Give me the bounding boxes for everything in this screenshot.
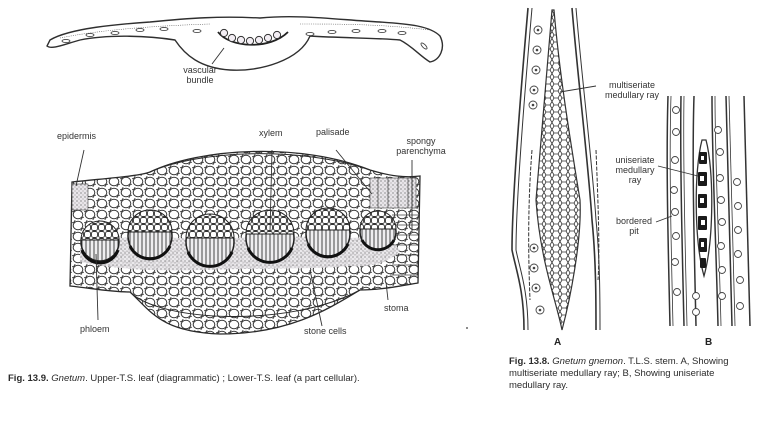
label-vascular-bundle: vascular bundle bbox=[168, 65, 232, 85]
caption-13-8-line3: medullary ray. bbox=[509, 380, 568, 391]
label-vascular-line1: vascular bbox=[183, 65, 217, 75]
label-phloem: phloem bbox=[80, 324, 110, 334]
caption-13-9-text: . Upper-T.S. leaf (diagrammatic) ; Lower… bbox=[85, 373, 360, 384]
label-stoma: stoma bbox=[384, 303, 409, 313]
stray-dot bbox=[466, 327, 468, 329]
tls-panel-a bbox=[511, 7, 601, 331]
panel-letter-a: A bbox=[554, 337, 562, 348]
label-epidermis: epidermis bbox=[57, 131, 97, 141]
caption-13-8-text1: . T.L.S. stem. A, Showing bbox=[623, 356, 729, 367]
label-multiseriate-line1: multiseriate bbox=[608, 80, 655, 90]
caption-13-8-species: Gnetum gnemon bbox=[552, 356, 624, 367]
label-palisade: palisade bbox=[316, 127, 350, 137]
label-multiseriate-medullary-ray: multiseriate medullary ray bbox=[596, 80, 668, 100]
upper-leaf-diagram bbox=[46, 15, 444, 71]
caption-fig-13-8: Fig. 13.8. Gnetum gnemon. T.L.S. stem. A… bbox=[509, 356, 765, 392]
label-pit-line2: pit bbox=[629, 226, 639, 236]
vascular-bundles bbox=[80, 207, 397, 268]
label-spongy-parenchyma: spongy parenchyma bbox=[392, 136, 450, 156]
label-medullary-line2: medullary bbox=[615, 165, 655, 175]
label-medullary-ray-line2: medullary ray bbox=[604, 90, 660, 100]
caption-13-8-line1: Fig. 13.8. Gnetum gnemon. T.L.S. stem. A… bbox=[509, 356, 765, 368]
caption-13-9-number: Fig. 13.9. bbox=[8, 373, 49, 384]
label-spongy-line1: spongy bbox=[406, 136, 436, 146]
lower-leaf-cellular bbox=[69, 149, 421, 335]
label-bordered-line1: bordered bbox=[615, 216, 653, 226]
label-uniseriate-line1: uniseriate bbox=[615, 155, 655, 165]
caption-fig-13-9: Fig. 13.9. Gnetum. Upper-T.S. leaf (diag… bbox=[8, 373, 488, 385]
caption-13-8-number: Fig. 13.8. bbox=[509, 356, 550, 367]
label-bundle-line2: bundle bbox=[186, 75, 214, 85]
caption-13-9-genus: Gnetum bbox=[51, 373, 86, 384]
label-uniseriate-medullary-ray: uniseriate medullary ray bbox=[612, 155, 658, 185]
tls-panel-b bbox=[655, 95, 751, 327]
label-parenchyma-line2: parenchyma bbox=[396, 146, 446, 156]
label-bordered-pit: bordered pit bbox=[612, 216, 656, 236]
panel-letter-b: B bbox=[705, 337, 713, 348]
label-stone-cells: stone cells bbox=[304, 326, 347, 336]
label-ray-line3: ray bbox=[628, 175, 642, 185]
caption-13-8-line2: multiseriate medullary ray; B, Showing u… bbox=[509, 368, 715, 379]
label-xylem: xylem bbox=[259, 128, 283, 138]
